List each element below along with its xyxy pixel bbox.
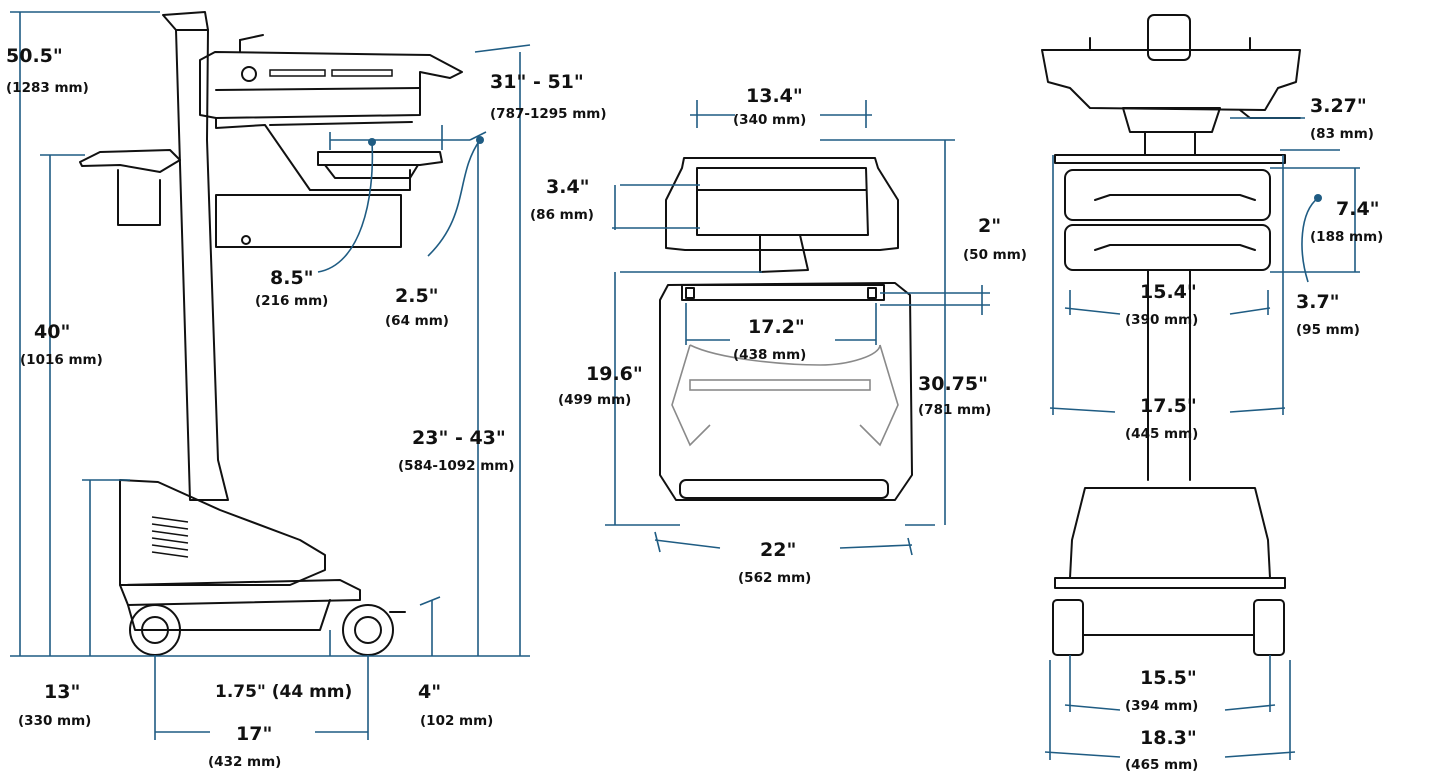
overall-height-in: 50.5" [6, 45, 63, 67]
drawer-width-mm: (390 mm) [1125, 312, 1198, 328]
shelf-width-mm: (445 mm) [1125, 426, 1198, 442]
side-view-cart [79, 11, 463, 656]
worksurface-range-mm: (787-1295 mm) [490, 106, 607, 122]
caster-track-mm: (394 mm) [1125, 698, 1198, 714]
drawer-width-in: 15.4" [1140, 281, 1197, 303]
drawer-height-mm: (95 mm) [1296, 322, 1360, 338]
keyboard-range-mm: (584-1092 mm) [398, 458, 515, 474]
top-view-dimension-lines [605, 100, 990, 556]
wheelbase-in: 17" [236, 723, 272, 745]
overall-depth-in: 30.75" [918, 373, 988, 395]
keyboard-range-in: 23" - 43" [412, 427, 506, 449]
drawer-height-in: 3.7" [1296, 291, 1340, 313]
handle-depth-mm: (86 mm) [530, 207, 594, 223]
overall-height-mm: (1283 mm) [6, 80, 89, 96]
tray-offset-mm: (83 mm) [1310, 126, 1374, 142]
handle-width-in: 13.4" [746, 85, 803, 107]
top-view-labels: 13.4" (340 mm) 3.4" (86 mm) 2" (50 mm) 1… [530, 85, 1027, 586]
surface-depth-mm: (499 mm) [558, 392, 631, 408]
rail-offset-mm: (50 mm) [963, 247, 1027, 263]
overall-depth-mm: (781 mm) [918, 402, 991, 418]
overall-width-in: 22" [760, 539, 796, 561]
handle-height-mm: (1016 mm) [20, 352, 103, 368]
shelf-width-in: 17.5" [1140, 395, 1197, 417]
tray-drop-mm: (64 mm) [385, 313, 449, 329]
front-view-dimension-lines [1044, 117, 1360, 760]
surface-depth-in: 19.6" [586, 363, 643, 385]
wheelbase-mm: (432 mm) [208, 754, 281, 770]
caster-height-mm: (102 mm) [420, 713, 493, 729]
worksurface-range-in: 31" - 51" [490, 71, 584, 93]
rail-width-mm: (438 mm) [733, 347, 806, 363]
base-height-in: 13" [44, 681, 80, 703]
handle-depth-in: 3.4" [546, 176, 590, 198]
overall-width-mm: (562 mm) [738, 570, 811, 586]
base-width-in: 18.3" [1140, 727, 1197, 749]
vent-grille [151, 516, 189, 558]
front-view-labels: 3.27" (83 mm) 7.4" (188 mm) 15.4" (390 m… [1125, 95, 1383, 773]
caster-height-in: 4" [418, 681, 441, 703]
drawer-stack-mm: (188 mm) [1310, 229, 1383, 245]
tray-depth-mm: (216 mm) [255, 293, 328, 309]
tray-depth-in: 8.5" [270, 267, 314, 289]
tray-offset-in: 3.27" [1310, 95, 1367, 117]
tray-drop-in: 2.5" [395, 285, 439, 307]
caster-track-in: 15.5" [1140, 667, 1197, 689]
side-view-dimension-lines [10, 11, 531, 740]
ground-clearance-label: 1.75" (44 mm) [215, 682, 352, 702]
drawer-stack-in: 7.4" [1336, 198, 1380, 220]
rail-width-in: 17.2" [748, 316, 805, 338]
base-height-mm: (330 mm) [18, 713, 91, 729]
front-view-cart [1041, 14, 1301, 656]
handle-height-in: 40" [34, 321, 70, 343]
rail-offset-in: 2" [978, 215, 1001, 237]
side-view-labels: 50.5" (1283 mm) 31" - 51" (787-1295 mm) … [6, 45, 607, 770]
handle-width-mm: (340 mm) [733, 112, 806, 128]
top-view-cart [659, 157, 913, 501]
base-width-mm: (465 mm) [1125, 757, 1198, 773]
